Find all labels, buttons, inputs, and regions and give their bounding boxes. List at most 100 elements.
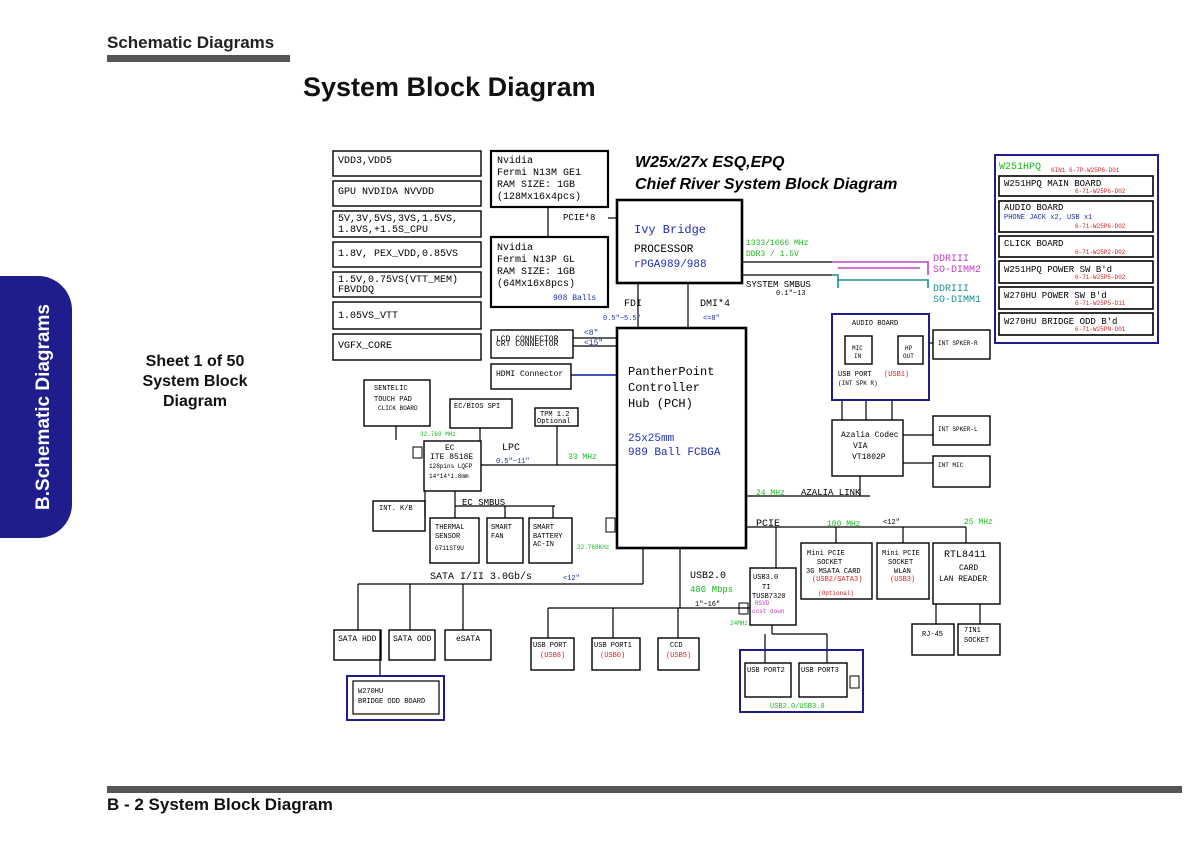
thermal-chip: G711ST9U (435, 545, 464, 552)
usb-port2-label: USB PORT2 (747, 667, 785, 675)
usb-port8-id: (USB8) (540, 652, 565, 660)
usb2-label: USB2.0 (690, 571, 726, 582)
board-w270-bridge-code: 6-71-W25PN-D01 (1075, 326, 1126, 333)
sata-odd-box (388, 629, 436, 661)
rail-fbvddq: FBVDDQ (338, 285, 374, 296)
usb3-chip-rsvd: RSVD (755, 600, 770, 607)
ccd-id: (USB5) (666, 652, 691, 660)
sata-odd: SATA ODD (393, 635, 432, 644)
touchpad-vendor: SENTELIC (374, 385, 408, 393)
page-header: Schematic Diagrams (107, 33, 275, 52)
board-w270-power-label: W270HU POWER SW B'd (1004, 291, 1107, 301)
codec-model: VT1802P (852, 453, 886, 462)
tpm-box (534, 407, 579, 427)
touchpad-label: TOUCH PAD (374, 396, 412, 404)
gpu2-config: (64Mx16x8pcs) (497, 278, 575, 290)
ec-crystal-icon (412, 446, 423, 459)
board-w270-power-box (998, 286, 1154, 310)
system-smbus-label: SYSTEM SMBUS (746, 280, 811, 290)
cpu-box (615, 198, 744, 285)
usb3-chip-label: USB3.0 (753, 574, 778, 582)
rtl8411-card: CARD (959, 564, 978, 573)
board-click-label: CLICK BOARD (1004, 239, 1063, 249)
board-list-title: W251HPQ (999, 162, 1041, 173)
pch-box (615, 326, 748, 550)
hp-label: HP (905, 345, 913, 352)
minipcie-wlan-name: WLAN (894, 568, 911, 576)
rail-vgfx: VGFX_CORE (338, 341, 392, 352)
ddr-speed: 1333/1666 MHz (746, 239, 809, 248)
minipcie-3g-optional: (Optional) (818, 590, 854, 597)
lpc-clock: 33 MHz (568, 453, 597, 462)
board-audio-desc: PHONE JACK x2, USB x1 (1004, 214, 1092, 222)
ac-in-label: AC-IN (533, 541, 554, 549)
ccd-box (657, 637, 700, 671)
azalia-clock: 24 MHz (756, 489, 785, 498)
pcie-length: <12" (883, 519, 900, 527)
ec-size: 14*14*1.8mm (429, 473, 469, 480)
connection-lines (357, 207, 981, 676)
dmi-length: <=8" (703, 315, 720, 323)
sheet-number: Sheet 1 of 50 (145, 353, 245, 370)
pch-package: 989 Ball FCBGA (628, 447, 721, 459)
rj45-label: RJ-45 (922, 631, 943, 639)
footer-rule (107, 786, 1182, 793)
usb3-port-speed: USB2.0/USB3.0 (770, 703, 825, 711)
usb-port1-label: USB PORT1 (594, 642, 632, 650)
board-main-code: 6-71-W25P6-D02 (1075, 188, 1126, 195)
gpu1-config: (128Mx16x4pcs) (497, 191, 581, 203)
usb3-chip-model: TUSB7320 (752, 593, 786, 601)
usb-port8-box (530, 637, 575, 671)
power-rail-boxes (332, 150, 482, 361)
pch-size: 25x25mm (628, 433, 675, 445)
gpu1-vendor: Nvidia (497, 155, 533, 167)
keyboard-label: INT. K/B (379, 505, 413, 513)
usb3-port-icon (849, 675, 860, 689)
minipcie-wlan-label: Mini PCIE (882, 550, 920, 558)
touchpad-box (363, 379, 431, 427)
board-main-box (998, 175, 1154, 197)
minipcie-wlan-socket: SOCKET (888, 559, 913, 567)
diagram-title-1: W25x/27x ESQ,EPQ (635, 154, 785, 171)
cpu-name: Ivy Bridge (634, 223, 706, 237)
ec-bios-spi: EC/BIOS SPI (454, 403, 500, 411)
hdmi-connector: HDMI Connector (496, 370, 563, 379)
diagram-title-2: Chief River System Block Diagram (635, 176, 897, 193)
board-audio-label: AUDIO BOARD (1004, 203, 1063, 213)
usb-port2-box (744, 662, 792, 698)
bridge-odd-frame (346, 675, 445, 721)
board-power-sw-label: W251HPQ POWER SW B'd (1004, 265, 1112, 275)
hp-out-label: OUT (903, 353, 914, 360)
ec-smbus-label: EC SMBUS (462, 498, 505, 508)
dimm1-slot: SO-DIMM1 (933, 295, 981, 306)
crt-length: <15" (584, 339, 603, 348)
rail-1-5v: 1.5V,0.75VS(VTT_MEM) (338, 274, 458, 286)
thermal-sensor: SENSOR (435, 533, 461, 541)
usb3-chip-costdown: cost down (752, 608, 785, 615)
gpu1-model: Fermi N13M GE1 (497, 167, 581, 179)
lpc-label: LPC (502, 443, 520, 454)
gpu2-model: Fermi N13P GL (497, 254, 575, 266)
minipcie-wlan-box (876, 542, 930, 600)
usb-port1-box (591, 637, 641, 671)
bridge-odd-box (352, 680, 440, 715)
rail-1-8v: 1.8V, PEX_VDD,0.85VS (338, 249, 458, 260)
ec-chip: ITE 8518E (430, 453, 473, 462)
keyboard-box (372, 500, 426, 532)
audio-int-spk-r: (INT SPK R) (838, 380, 878, 387)
minipcie-3g-usb: (USB2/SATA3) (812, 576, 862, 584)
usb-port3-box (798, 662, 848, 698)
minipcie-3g-box (800, 542, 873, 600)
board-power-sw-code: 6-71-W25P5-D02 (1075, 274, 1126, 281)
gpu1-ram: RAM SIZE: 1GB (497, 180, 575, 191)
gpu2-box (489, 235, 610, 309)
audio-board-frame (831, 313, 930, 401)
usb2-length: 1"~16" (695, 601, 720, 609)
rtl8411-function: LAN READER (939, 575, 987, 584)
dmi-label: DMI*4 (700, 298, 730, 310)
card-socket-type: 7IN1 (964, 627, 981, 635)
tpm-label: TPM 1.2 (540, 411, 569, 419)
page-title: System Block Diagram (303, 72, 596, 102)
rail-1-8vs: 1.8VS,+1.5S_CPU (338, 225, 428, 236)
